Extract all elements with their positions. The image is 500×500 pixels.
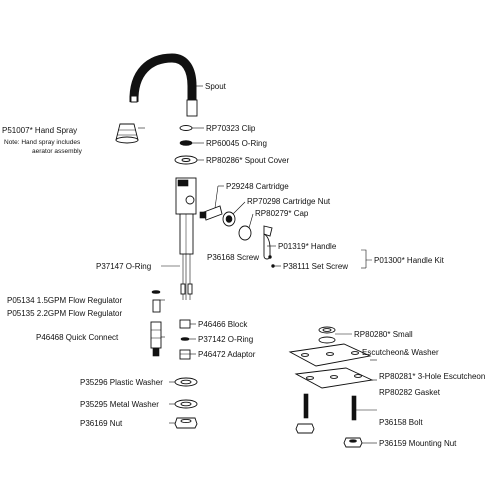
three-hole-escutcheon: [288, 343, 372, 367]
set-screw: [271, 264, 275, 268]
label-adaptor: P46472 Adaptor: [198, 350, 256, 359]
cartridge-nut: [222, 211, 236, 227]
label-flow-regulator-15: P05134 1.5GPM Flow Regulator: [7, 296, 123, 305]
plastic-washer: [174, 377, 198, 387]
label-plastic-washer: P35296 Plastic Washer: [80, 378, 163, 387]
label-hand-spray-note-2: aerator assembly: [32, 148, 83, 155]
label-three-hole-escutcheon: RP80281* 3-Hole Escutcheon: [379, 372, 485, 381]
adaptor: [179, 349, 191, 360]
spout: [129, 53, 198, 117]
block: [179, 319, 191, 329]
label-o-ring-hose: P37147 O-Ring: [96, 262, 151, 271]
label-screw: P36168 Screw: [207, 253, 259, 262]
label-bolt: P36158 Bolt: [379, 418, 423, 427]
label-clip: RP70323 Clip: [206, 124, 256, 133]
label-small-escutcheon-2: Escutcheon& Washer: [362, 348, 439, 357]
label-metal-washer: P35295 Metal Washer: [80, 400, 159, 409]
label-cartridge-nut: RP70298 Cartridge Nut: [247, 197, 331, 206]
flow-regulator: [151, 290, 161, 313]
screw: [268, 255, 272, 259]
gasket: [294, 367, 374, 389]
mounting-nut: [295, 423, 363, 448]
label-quick-connect: P46468 Quick Connect: [36, 333, 119, 342]
cartridge: [199, 205, 223, 221]
label-spout: Spout: [205, 82, 227, 91]
cap: [238, 225, 252, 241]
label-small-escutcheon-1: RP80280* Small: [354, 330, 413, 339]
label-mounting-nut: P36159 Mounting Nut: [379, 439, 457, 448]
faucet-body: [175, 177, 197, 255]
label-cartridge: P29248 Cartridge: [226, 182, 289, 191]
metal-washer: [174, 399, 198, 409]
clip: [179, 125, 193, 131]
label-nut: P36169 Nut: [80, 419, 123, 428]
hand-spray: [115, 123, 139, 144]
label-set-screw: P38111 Set Screw: [283, 262, 348, 271]
handle: [263, 225, 273, 260]
nut: [174, 417, 198, 429]
label-o-ring-small: P37142 O-Ring: [198, 335, 253, 344]
quick-connect: [150, 321, 162, 357]
label-o-ring-top: RP60045 O-Ring: [206, 139, 267, 148]
o-ring-small: [180, 337, 190, 341]
label-spout-cover: RP80286* Spout Cover: [206, 156, 290, 165]
supply-hoses: [180, 254, 193, 300]
label-cap: RP80279* Cap: [255, 209, 309, 218]
label-block: P46466 Block: [198, 320, 248, 329]
label-handle: P01319* Handle: [278, 242, 337, 251]
label-hand-spray: P51007* Hand Spray: [2, 126, 77, 135]
spout-cover: [174, 155, 198, 165]
bolt: [303, 393, 357, 421]
o-ring-top: [179, 140, 193, 146]
leader-lines: [138, 85, 377, 444]
label-gasket: RP80282 Gasket: [379, 388, 441, 397]
small-escutcheon: [318, 326, 336, 344]
label-handle-kit: P01300* Handle Kit: [374, 256, 445, 265]
label-hand-spray-note-1: Note: Hand spray includes: [4, 139, 81, 146]
label-flow-regulator-22: P05135 2.2GPM Flow Regulator: [7, 309, 123, 318]
